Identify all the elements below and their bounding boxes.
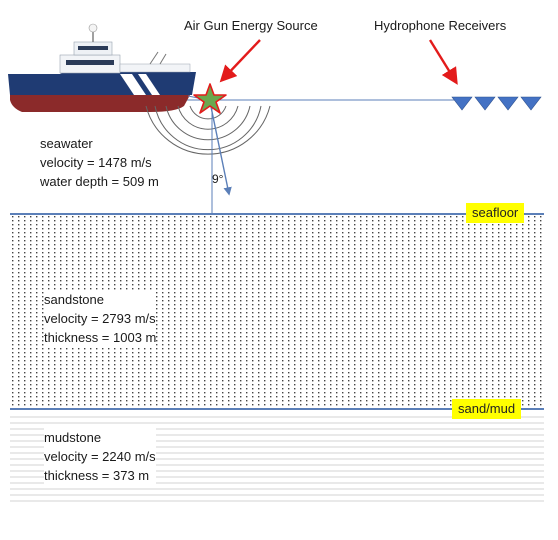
sandstone-velocity: velocity = 2793 m/s [44, 311, 156, 326]
survey-ship [8, 23, 196, 112]
receiver-triangle-icon [497, 96, 519, 111]
seawater-depth: water depth = 509 m [40, 174, 159, 189]
source-label: Air Gun Energy Source [184, 18, 318, 33]
ship-hull-stripe [120, 74, 146, 95]
mudstone-name: mudstone [44, 430, 102, 445]
receivers-pointer-arrow [428, 39, 458, 85]
receiver-triangle-icon [451, 96, 473, 111]
hydrophone-receivers [451, 96, 542, 111]
seawater-labels: seawater velocity = 1478 m/s water depth… [40, 134, 159, 191]
wavefronts [145, 105, 271, 155]
sandstone-labels: sandstone velocity = 2793 m/s thickness … [44, 290, 157, 347]
seawater-velocity: velocity = 1478 m/s [40, 155, 152, 170]
mudstone-velocity: velocity = 2240 m/s [44, 449, 156, 464]
radar-dome [88, 23, 98, 33]
receiver-triangle-icon [520, 96, 542, 111]
receiver-triangle-icon [474, 96, 496, 111]
ship-hull-bottom [10, 95, 190, 112]
ship-hull [8, 72, 196, 95]
sandstone-thickness: thickness = 1003 m [44, 330, 157, 345]
seawater-name: seawater [40, 136, 93, 151]
mudstone-labels: mudstone velocity = 2240 m/s thickness =… [44, 428, 156, 485]
mudstone-thickness: thickness = 373 m [44, 468, 150, 483]
angle-label: 9° [212, 172, 224, 186]
sand-mud-tag: sand/mud [452, 399, 522, 419]
sandstone-name: sandstone [44, 292, 104, 307]
air-gun-star-icon [193, 83, 227, 114]
seafloor-tag: seafloor [466, 203, 525, 223]
ray-arrow [209, 101, 232, 196]
receivers-label: Hydrophone Receivers [374, 18, 507, 33]
source-pointer-arrow [219, 39, 261, 83]
